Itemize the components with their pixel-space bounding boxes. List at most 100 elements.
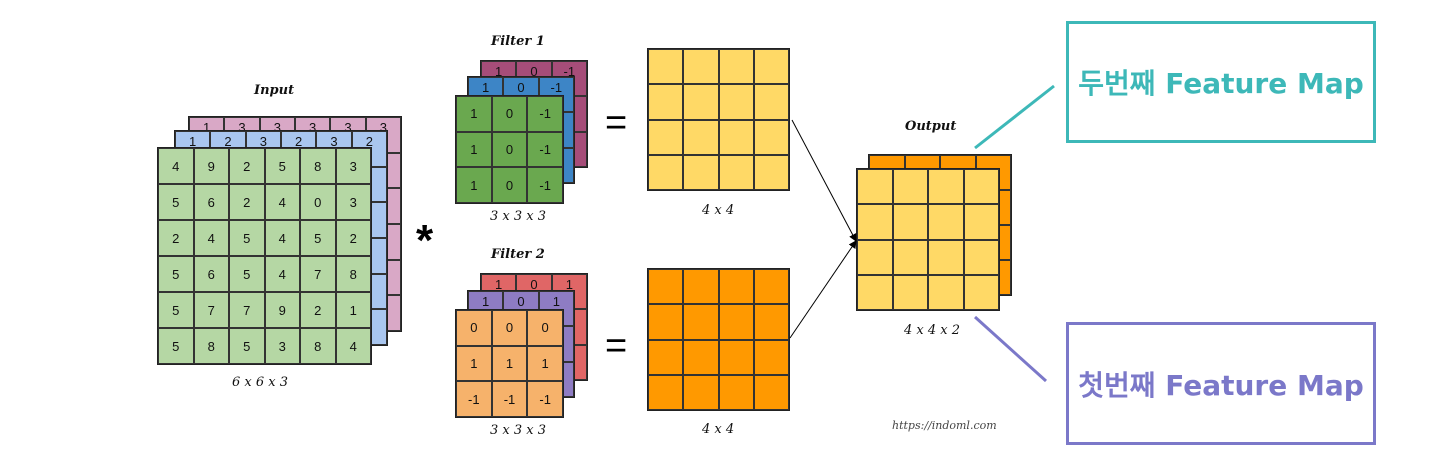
output-front-channel bbox=[856, 168, 1000, 311]
output-front-cell bbox=[963, 274, 999, 310]
input-front-cell: 5 bbox=[229, 256, 265, 292]
second-feature-map-label: 두번째 Feature Map bbox=[1078, 67, 1364, 100]
input-front-cell: 4 bbox=[335, 328, 371, 364]
input-front-cell: 5 bbox=[229, 328, 265, 364]
equals-operator-2: = bbox=[605, 325, 628, 367]
input-front-cell: 6 bbox=[193, 184, 229, 220]
input-front-cell: 3 bbox=[264, 328, 300, 364]
input-title: Input bbox=[254, 83, 295, 98]
input-front-cell: 8 bbox=[300, 148, 336, 184]
filter2-front-cell: -1 bbox=[527, 381, 563, 417]
filter1-dims-label: 3 x 3 x 3 bbox=[490, 209, 547, 224]
result2-cell bbox=[718, 269, 754, 305]
output-front-cell bbox=[963, 239, 999, 275]
input-front-cell: 2 bbox=[229, 184, 265, 220]
result2-cell bbox=[648, 374, 684, 410]
input-front-cell: 8 bbox=[335, 256, 371, 292]
filter2-front-cell: 1 bbox=[491, 345, 528, 382]
result2-cell bbox=[683, 339, 719, 375]
input-front-cell: 5 bbox=[229, 220, 265, 256]
filter2-front-cell: 0 bbox=[527, 310, 563, 346]
input-front-cell: 7 bbox=[193, 292, 229, 328]
result1-cell bbox=[683, 154, 719, 190]
input-front-cell: 4 bbox=[264, 184, 300, 220]
input-front-cell: 2 bbox=[335, 220, 371, 256]
callout-line-first bbox=[973, 315, 1048, 383]
arrow-result1-to-output bbox=[791, 119, 857, 242]
input-front-cell: 5 bbox=[300, 220, 336, 256]
result2-cell bbox=[683, 304, 719, 340]
result2-cell bbox=[753, 304, 789, 340]
filter1-front-cell: 0 bbox=[491, 96, 528, 132]
input-front-cell: 5 bbox=[158, 292, 194, 328]
result1-cell bbox=[648, 154, 684, 190]
input-front-cell: 4 bbox=[193, 220, 229, 256]
result2-feature-map bbox=[647, 268, 790, 411]
result1-cell bbox=[683, 119, 719, 155]
output-front-cell bbox=[892, 169, 928, 205]
filter1-title: Filter 1 bbox=[491, 34, 545, 49]
filter2-front-cell: 1 bbox=[456, 345, 492, 382]
input-front-cell: 9 bbox=[193, 148, 229, 184]
filter1-front-cell: -1 bbox=[527, 96, 563, 132]
output-front-cell bbox=[892, 274, 928, 310]
input-front-cell: 4 bbox=[158, 148, 194, 184]
result2-cell bbox=[718, 374, 754, 410]
output-front-cell bbox=[892, 204, 928, 240]
filter1-front-cell: 1 bbox=[456, 96, 492, 132]
input-front-cell: 9 bbox=[264, 292, 300, 328]
input-front-cell: 5 bbox=[158, 256, 194, 292]
result2-cell bbox=[648, 339, 684, 375]
result1-cell bbox=[648, 84, 684, 120]
convolution-operator: * bbox=[416, 216, 434, 265]
callout-line-second bbox=[974, 84, 1055, 150]
filter1-front-cell: -1 bbox=[527, 167, 563, 203]
input-front-cell: 5 bbox=[264, 148, 300, 184]
result1-cell bbox=[718, 84, 754, 120]
input-dims-label: 6 x 6 x 3 bbox=[232, 375, 289, 390]
result2-cell bbox=[753, 269, 789, 305]
result1-cell bbox=[753, 119, 789, 155]
input-front-cell: 2 bbox=[300, 292, 336, 328]
first-feature-map-callout: 첫번째 Feature Map bbox=[1066, 322, 1376, 445]
result2-cell bbox=[753, 339, 789, 375]
result1-feature-map bbox=[647, 48, 790, 191]
filter1-front-cell: 0 bbox=[491, 167, 528, 203]
filter2-front-cell: 0 bbox=[491, 310, 528, 346]
second-feature-map-callout: 두번째 Feature Map bbox=[1066, 21, 1376, 143]
result1-cell bbox=[648, 119, 684, 155]
equals-operator-1: = bbox=[605, 102, 628, 144]
watermark: https://indoml.com bbox=[892, 419, 997, 432]
result1-cell bbox=[683, 84, 719, 120]
result1-cell bbox=[753, 49, 789, 85]
result2-cell bbox=[718, 304, 754, 340]
filter1-front-cell: 0 bbox=[491, 131, 528, 168]
output-front-cell bbox=[857, 169, 893, 205]
input-front-cell: 5 bbox=[158, 328, 194, 364]
output-front-cell bbox=[892, 239, 928, 275]
output-front-cell bbox=[928, 169, 964, 205]
output-front-cell bbox=[963, 204, 999, 240]
result2-cell bbox=[648, 304, 684, 340]
filter2-front-cell: 0 bbox=[456, 310, 492, 346]
result2-dims-label: 4 x 4 bbox=[702, 422, 735, 437]
filter2-dims-label: 3 x 3 x 3 bbox=[490, 423, 547, 438]
output-dims-label: 4 x 4 x 2 bbox=[904, 323, 961, 338]
filter1-front-cell: 1 bbox=[456, 167, 492, 203]
result1-cell bbox=[718, 49, 754, 85]
input-front-cell: 4 bbox=[264, 256, 300, 292]
output-front-cell bbox=[963, 169, 999, 205]
input-front-cell: 8 bbox=[300, 328, 336, 364]
result2-cell bbox=[753, 374, 789, 410]
output-front-cell bbox=[928, 239, 964, 275]
result2-cell bbox=[718, 339, 754, 375]
input-front-cell: 7 bbox=[229, 292, 265, 328]
input-front-cell: 3 bbox=[335, 184, 371, 220]
filter2-front-cell: -1 bbox=[491, 381, 528, 417]
input-front-cell: 3 bbox=[335, 148, 371, 184]
input-front-cell: 4 bbox=[264, 220, 300, 256]
filter1-front-cell: -1 bbox=[527, 131, 563, 168]
